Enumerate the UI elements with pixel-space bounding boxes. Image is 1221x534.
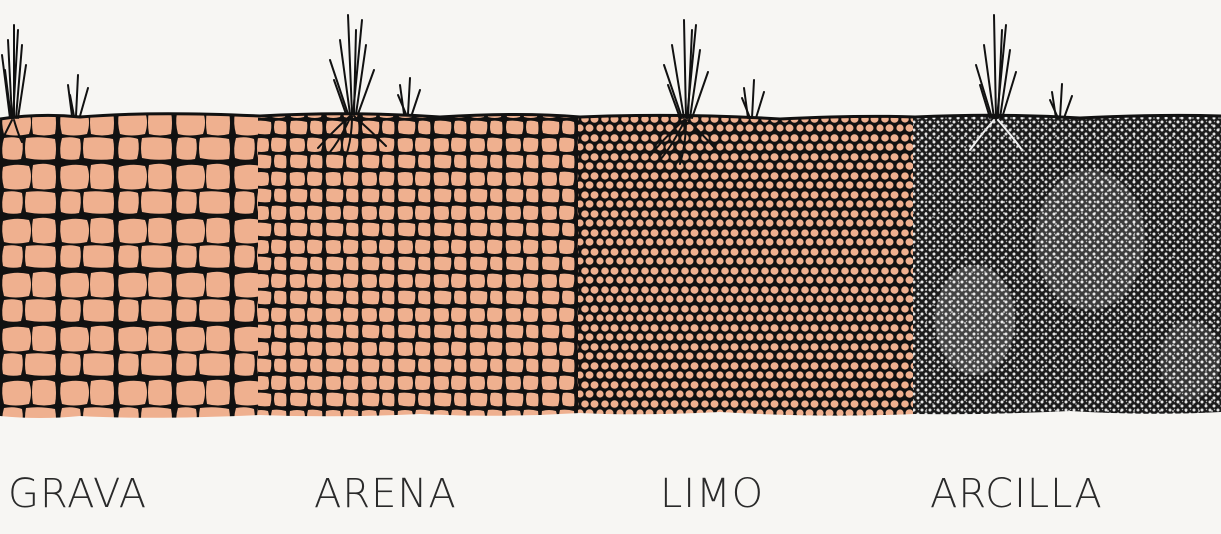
arena-soil-band	[258, 114, 580, 416]
limo-soil-band	[578, 116, 915, 415]
label-limo: LIMO	[660, 474, 764, 514]
label-arena: ARENA	[314, 474, 457, 514]
grava-soil-band	[0, 114, 260, 418]
arcilla-soil-band	[913, 116, 1221, 414]
label-grava: GRAVA	[8, 474, 147, 514]
label-arcilla: ARCILLA	[930, 474, 1103, 514]
